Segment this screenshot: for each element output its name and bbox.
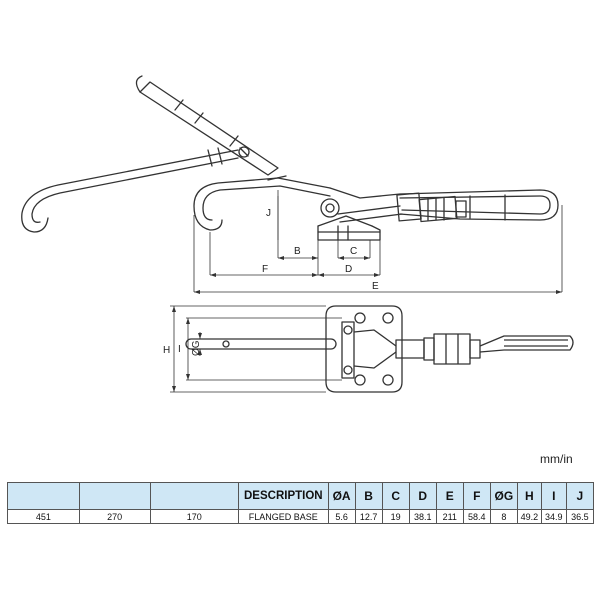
clamp-technical-drawing: J B C F D E: [21, 75, 574, 393]
dim-label-i: I: [178, 344, 181, 355]
cell-col-1: 451: [7, 509, 80, 524]
dim-label-j: J: [266, 208, 271, 219]
specification-table: DESCRIPTION ØA B C D E F ØG H I J 451 27…: [7, 482, 595, 524]
header-cell-blank-2: [78, 482, 151, 510]
side-view-clamp: [193, 175, 559, 241]
header-cell-a: ØA: [327, 482, 356, 510]
cell-j: 36.5: [565, 509, 595, 524]
cell-col-2: 270: [78, 509, 151, 524]
header-cell-blank-1: [7, 482, 80, 510]
cell-i: 34.9: [540, 509, 567, 524]
cell-b: 12.7: [354, 509, 383, 524]
dim-label-g-diameter: ØG: [191, 340, 202, 356]
header-cell-d: D: [408, 482, 437, 510]
cell-description: FLANGED BASE: [238, 509, 329, 524]
dim-label-e: E: [372, 281, 379, 292]
cell-a: 5.6: [327, 509, 356, 524]
cell-c: 19: [381, 509, 410, 524]
units-label: mm/in: [540, 452, 573, 466]
handle-raised-outline: [135, 75, 279, 176]
top-view-dimension-arrows: [172, 306, 202, 392]
cell-e: 211: [435, 509, 464, 524]
cell-f: 58.4: [462, 509, 491, 524]
header-cell-j: J: [565, 482, 595, 510]
header-cell-description: DESCRIPTION: [238, 482, 329, 510]
header-cell-c: C: [381, 482, 410, 510]
header-cell-f: F: [462, 482, 491, 510]
side-view-dimension-lines: [193, 190, 563, 293]
top-view-clamp: [185, 305, 574, 393]
dim-label-f: F: [262, 264, 268, 275]
header-cell-blank-3: [149, 482, 240, 510]
dim-label-d: D: [345, 264, 352, 275]
dim-label-h: H: [163, 345, 170, 356]
header-cell-e: E: [435, 482, 464, 510]
dim-label-b: B: [294, 246, 301, 257]
top-view-dimension-lines: [170, 305, 342, 393]
header-cell-b: B: [354, 482, 383, 510]
dim-label-c: C: [350, 246, 357, 257]
side-view-dimension-arrows: [194, 256, 562, 294]
hook-arm-raised-outline: [21, 146, 250, 233]
header-cell-h: H: [516, 482, 542, 510]
cell-d: 38.1: [408, 509, 437, 524]
cell-g: 8: [489, 509, 518, 524]
cell-h: 49.2: [516, 509, 542, 524]
cell-col-3: 170: [149, 509, 240, 524]
header-cell-g: ØG: [489, 482, 518, 510]
table-row: 451 270 170 FLANGED BASE 5.6 12.7 19 38.…: [7, 509, 595, 524]
header-cell-i: I: [540, 482, 567, 510]
table-header-row: DESCRIPTION ØA B C D E F ØG H I J: [7, 482, 595, 510]
